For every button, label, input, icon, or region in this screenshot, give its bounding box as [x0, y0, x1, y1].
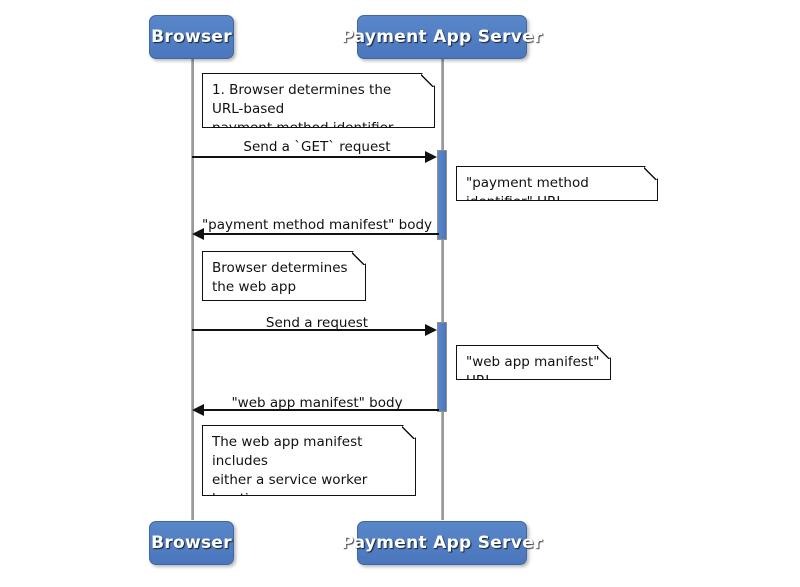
- note-web-app-manifest-url: "web app manifest" URL: [456, 345, 611, 380]
- message-line-2: [203, 233, 439, 235]
- participant-browser-top[interactable]: Browser: [149, 15, 234, 59]
- message-label-send-get-request: Send a `GET` request: [243, 139, 391, 155]
- note-browser-determines-identifier: 1. Browser determines the URL-based paym…: [202, 73, 435, 128]
- note-3-text: Browser determines the web app manifest …: [212, 260, 348, 314]
- note-1-text: 1. Browser determines the URL-based paym…: [212, 82, 394, 136]
- message-arrowhead-4: [192, 404, 204, 416]
- note-4-text: "web app manifest" URL: [466, 354, 600, 389]
- message-line-3: [192, 329, 430, 331]
- lifeline-browser: [191, 58, 194, 520]
- message-line-1: [192, 156, 430, 158]
- note-web-app-manifest-includes: The web app manifest includes either a s…: [202, 425, 416, 496]
- message-label-web-app-manifest-body: "web app manifest" body: [231, 395, 403, 411]
- message-label-send-a-request: Send a request: [265, 315, 369, 331]
- participant-browser-bottom[interactable]: Browser: [149, 521, 234, 565]
- activation-bar-server-2: [437, 322, 447, 412]
- message-label-payment-method-manifest-body: "payment method manifest" body: [201, 217, 433, 233]
- participant-payment-app-server-bottom-label: Payment App Server: [341, 533, 543, 553]
- participant-payment-app-server-top-label: Payment App Server: [341, 27, 543, 47]
- lifeline-payment-app-server: [441, 58, 444, 520]
- activation-bar-server-1: [437, 150, 447, 240]
- message-arrowhead-3: [425, 324, 437, 336]
- participant-browser-bottom-label: Browser: [151, 533, 232, 553]
- participant-payment-app-server-top[interactable]: Payment App Server: [341, 15, 542, 59]
- participant-payment-app-server-bottom[interactable]: Payment App Server: [341, 521, 542, 565]
- message-line-4: [203, 409, 439, 411]
- note-browser-determines-web-app-manifest-url: Browser determines the web app manifest …: [202, 251, 366, 301]
- note-2-text: "payment method identifier" URL: [466, 175, 589, 210]
- participant-browser-top-label: Browser: [151, 27, 232, 47]
- note-payment-method-identifier-url: "payment method identifier" URL: [456, 166, 658, 201]
- message-arrowhead-1: [425, 151, 437, 163]
- message-arrowhead-2: [192, 228, 204, 240]
